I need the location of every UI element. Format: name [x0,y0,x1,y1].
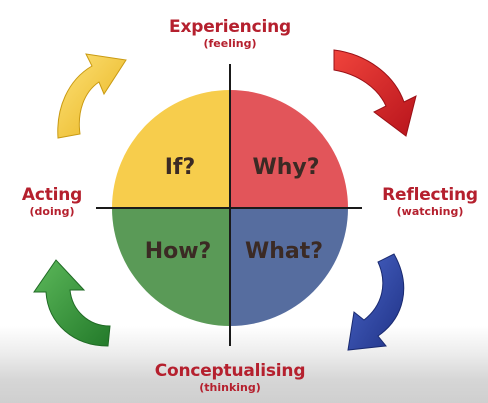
stage-title-conceptualising: Conceptualising [154,361,306,381]
question-if: If? [164,155,196,180]
red-curved-arrow-icon [333,49,417,137]
stage-subtitle-reflecting: (watching) [396,205,464,218]
blue-curved-arrow-icon [347,253,405,351]
quadrant-if [112,90,230,208]
question-what: What? [244,239,324,264]
quadrant-what [230,208,348,326]
stage-title-experiencing: Experiencing [169,17,291,37]
stage-title-acting: Acting [21,185,83,205]
stage-title-reflecting: Reflecting [382,185,478,205]
yellow-curved-arrow-icon [57,53,127,139]
quadrant-why [230,90,348,208]
question-why: Why? [252,155,320,180]
quadrant-how [112,208,230,326]
stage-subtitle-experiencing: (feeling) [203,37,257,50]
stage-subtitle-conceptualising: (thinking) [199,381,261,394]
stage-subtitle-acting: (doing) [29,205,75,218]
green-curved-arrow-icon [33,259,111,347]
question-how: How? [144,239,212,264]
